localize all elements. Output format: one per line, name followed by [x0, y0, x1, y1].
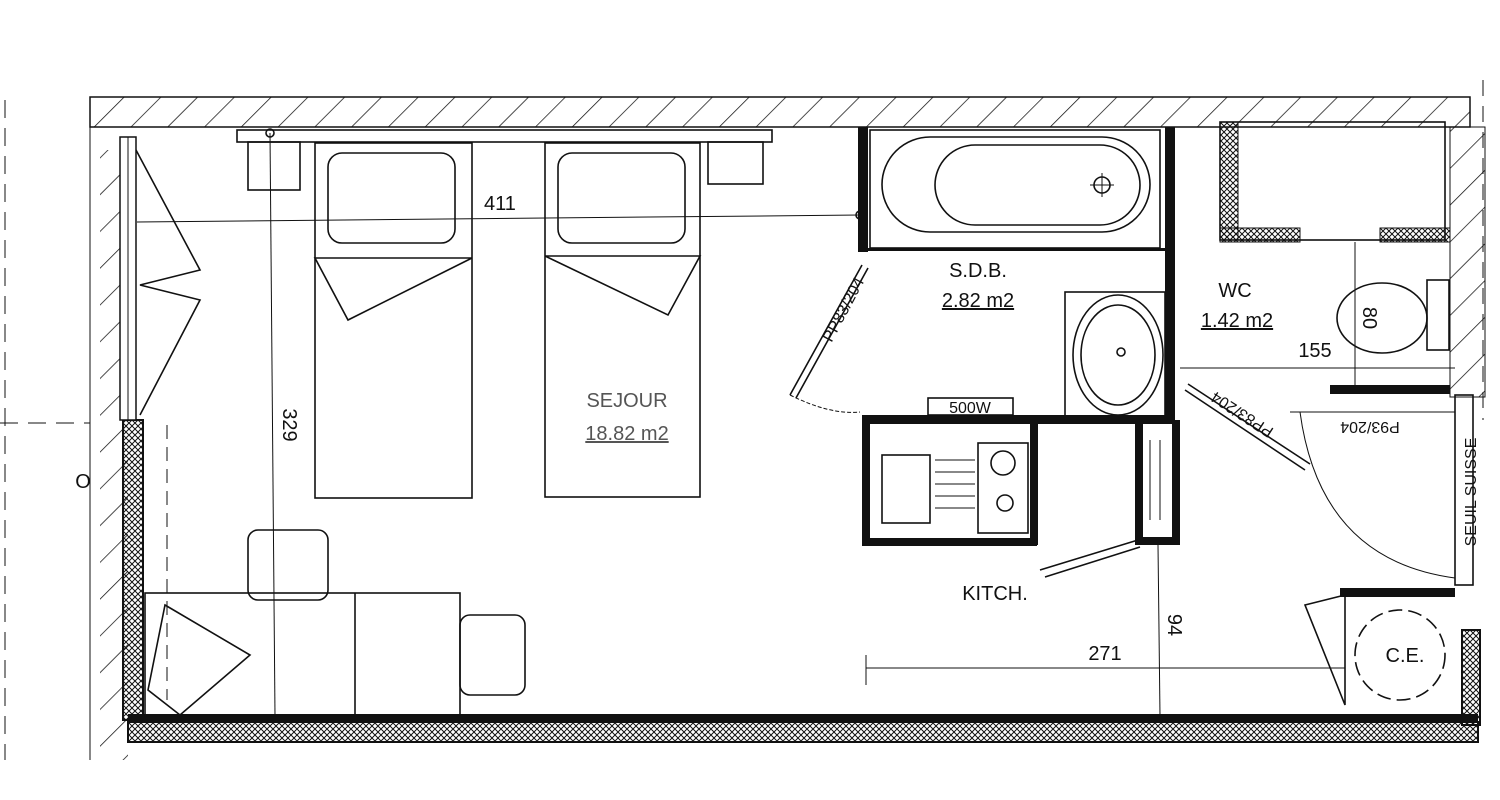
- dimension-wc-toilet: 80: [1358, 307, 1380, 329]
- kitchen: [862, 420, 1180, 578]
- dimension-line-411: [136, 214, 861, 223]
- dimension-line-94: [1157, 544, 1161, 717]
- outside-marker: O: [75, 471, 91, 493]
- water-heater: [1303, 588, 1455, 706]
- dimension-kitchen-depth: 94: [1163, 614, 1185, 636]
- armchair: [147, 603, 252, 717]
- room-name-kitchen: KITCH.: [962, 583, 1028, 605]
- window-swing: [135, 149, 202, 416]
- kitchen-sink: [881, 454, 931, 524]
- door-label-wc: PP83/204: [1208, 387, 1276, 440]
- right-wall: [1449, 126, 1486, 398]
- door-label-entry: P93/204: [1340, 418, 1400, 435]
- chair: [459, 614, 526, 696]
- room-area-sdb: 2.82 m2: [942, 290, 1014, 312]
- closet: [1219, 121, 1451, 243]
- dimension-sejour-width: 411: [484, 193, 516, 215]
- door-label-sdb: PP83/204: [820, 275, 868, 345]
- room-area-sejour: 18.82 m2: [585, 423, 668, 445]
- threshold-label: SEUIL SUISSE: [1463, 438, 1480, 547]
- room-name-sejour: SEJOUR: [586, 390, 667, 412]
- door-kitchen: [1039, 539, 1141, 578]
- dimension-line-329: [269, 132, 276, 717]
- door-sdb: [789, 264, 869, 399]
- room-area-wc: 1.42 m2: [1201, 310, 1273, 332]
- heater-label: 500W: [949, 400, 992, 417]
- nightstand: [707, 141, 764, 185]
- wc-room: [1180, 242, 1474, 586]
- bathtub: [881, 136, 1151, 233]
- threshold: [1454, 394, 1474, 586]
- shelf: [236, 129, 773, 143]
- cooktop: [977, 442, 1029, 534]
- chair: [247, 529, 329, 601]
- desk: [144, 425, 526, 717]
- door-wc: [1184, 383, 1311, 471]
- heater: [927, 397, 1014, 416]
- nightstand: [247, 141, 301, 191]
- left-wall: [100, 136, 202, 760]
- bed-right: [544, 142, 702, 498]
- door-swing-entry: [1299, 411, 1456, 579]
- room-name-wc: WC: [1218, 280, 1251, 302]
- dimension-sejour-depth: 329: [278, 408, 300, 441]
- toilet-tank: [1426, 279, 1450, 351]
- room-name-sdb: S.D.B.: [949, 260, 1007, 282]
- dimension-wc-width: 155: [1298, 340, 1331, 362]
- toilet: [1336, 282, 1428, 354]
- bottom-wall: [127, 629, 1481, 743]
- dimension-kitchen-width: 271: [1088, 643, 1121, 665]
- room-name-ce: C.E.: [1386, 645, 1425, 667]
- bed-left: [313, 142, 473, 499]
